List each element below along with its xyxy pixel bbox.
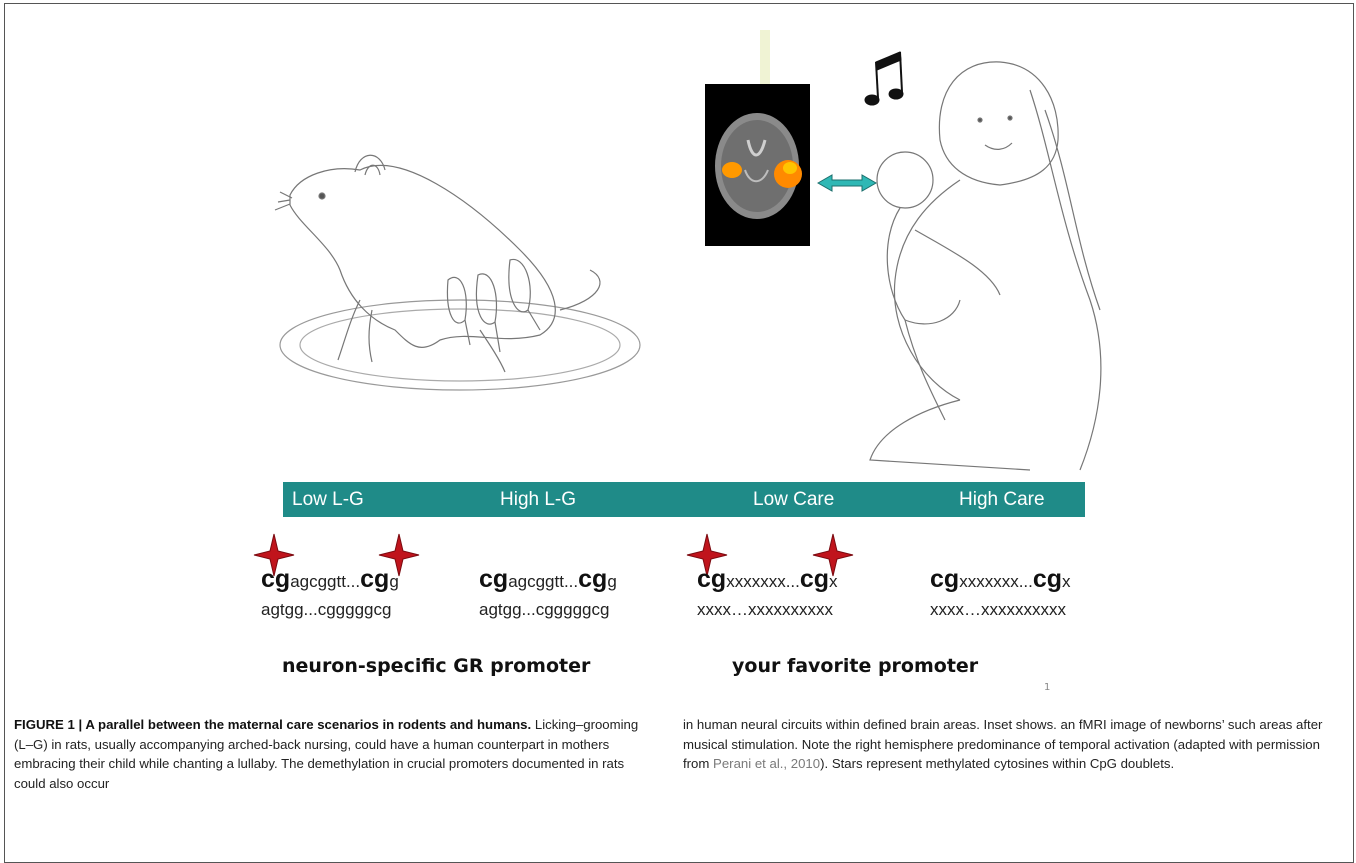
sequence-high-care-line2: xxxx…xxxxxxxxxx — [930, 600, 1066, 620]
sequence-high-lg: cgagcggtt...cgg — [479, 565, 617, 594]
cpg-doublet: cg — [930, 565, 959, 593]
caption-right-column: in human neural circuits within defined … — [683, 715, 1343, 774]
cpg-doublet: cg — [578, 565, 607, 593]
sequence-segment: agcggtt... — [290, 572, 360, 591]
sequence-tail: g — [607, 572, 616, 591]
inset-stripe — [760, 30, 770, 85]
sequence-tail: x — [1062, 572, 1071, 591]
citation-link[interactable]: Perani et al., 2010 — [713, 756, 820, 771]
label-high-lg: High L-G — [500, 489, 576, 511]
slide-number: 1 — [1044, 682, 1050, 693]
promoter-label-left: neuron-specific GR promoter — [282, 655, 590, 677]
label-low-lg: Low L-G — [292, 489, 364, 511]
caption-left-column: FIGURE 1 | A parallel between the matern… — [14, 715, 654, 793]
cpg-doublet: cg — [697, 565, 726, 593]
sequence-low-care: cgxxxxxxx...cgx — [697, 565, 838, 594]
promoter-label-right: your favorite promoter — [732, 655, 978, 677]
sequence-segment: agcggtt... — [508, 572, 578, 591]
sequence-low-lg-line2: agtgg...cgggggcg — [261, 600, 391, 620]
sequence-tail: x — [829, 572, 838, 591]
sequence-segment: xxxxxxx... — [726, 572, 800, 591]
caption-text-right-2: ). Stars represent methylated cytosines … — [820, 756, 1174, 771]
cpg-doublet: cg — [800, 565, 829, 593]
sequence-high-care: cgxxxxxxx...cgx — [930, 565, 1071, 594]
music-note-icon — [865, 52, 903, 105]
sequence-segment: xxxxxxx... — [959, 572, 1033, 591]
cpg-doublet: cg — [360, 565, 389, 593]
figure-illustration — [0, 0, 1356, 480]
cpg-doublet: cg — [1033, 565, 1062, 593]
figure-label: FIGURE 1 | A parallel between the matern… — [14, 717, 531, 732]
sequence-high-lg-line2: agtgg...cgggggcg — [479, 600, 609, 620]
cpg-doublet: cg — [479, 565, 508, 593]
label-low-care: Low Care — [753, 489, 834, 511]
sequence-low-lg: cgagcggtt...cgg — [261, 565, 399, 594]
rat-drawing — [275, 155, 640, 390]
cpg-doublet: cg — [261, 565, 290, 593]
sequence-tail: g — [389, 572, 398, 591]
mother-child-drawing — [870, 62, 1101, 470]
condition-band: Low L-G High L-G Low Care High Care — [283, 482, 1085, 517]
sequence-low-care-line2: xxxx…xxxxxxxxxx — [697, 600, 833, 620]
label-high-care: High Care — [959, 489, 1045, 511]
double-arrow-icon — [818, 175, 876, 191]
fmri-inset — [705, 84, 810, 246]
